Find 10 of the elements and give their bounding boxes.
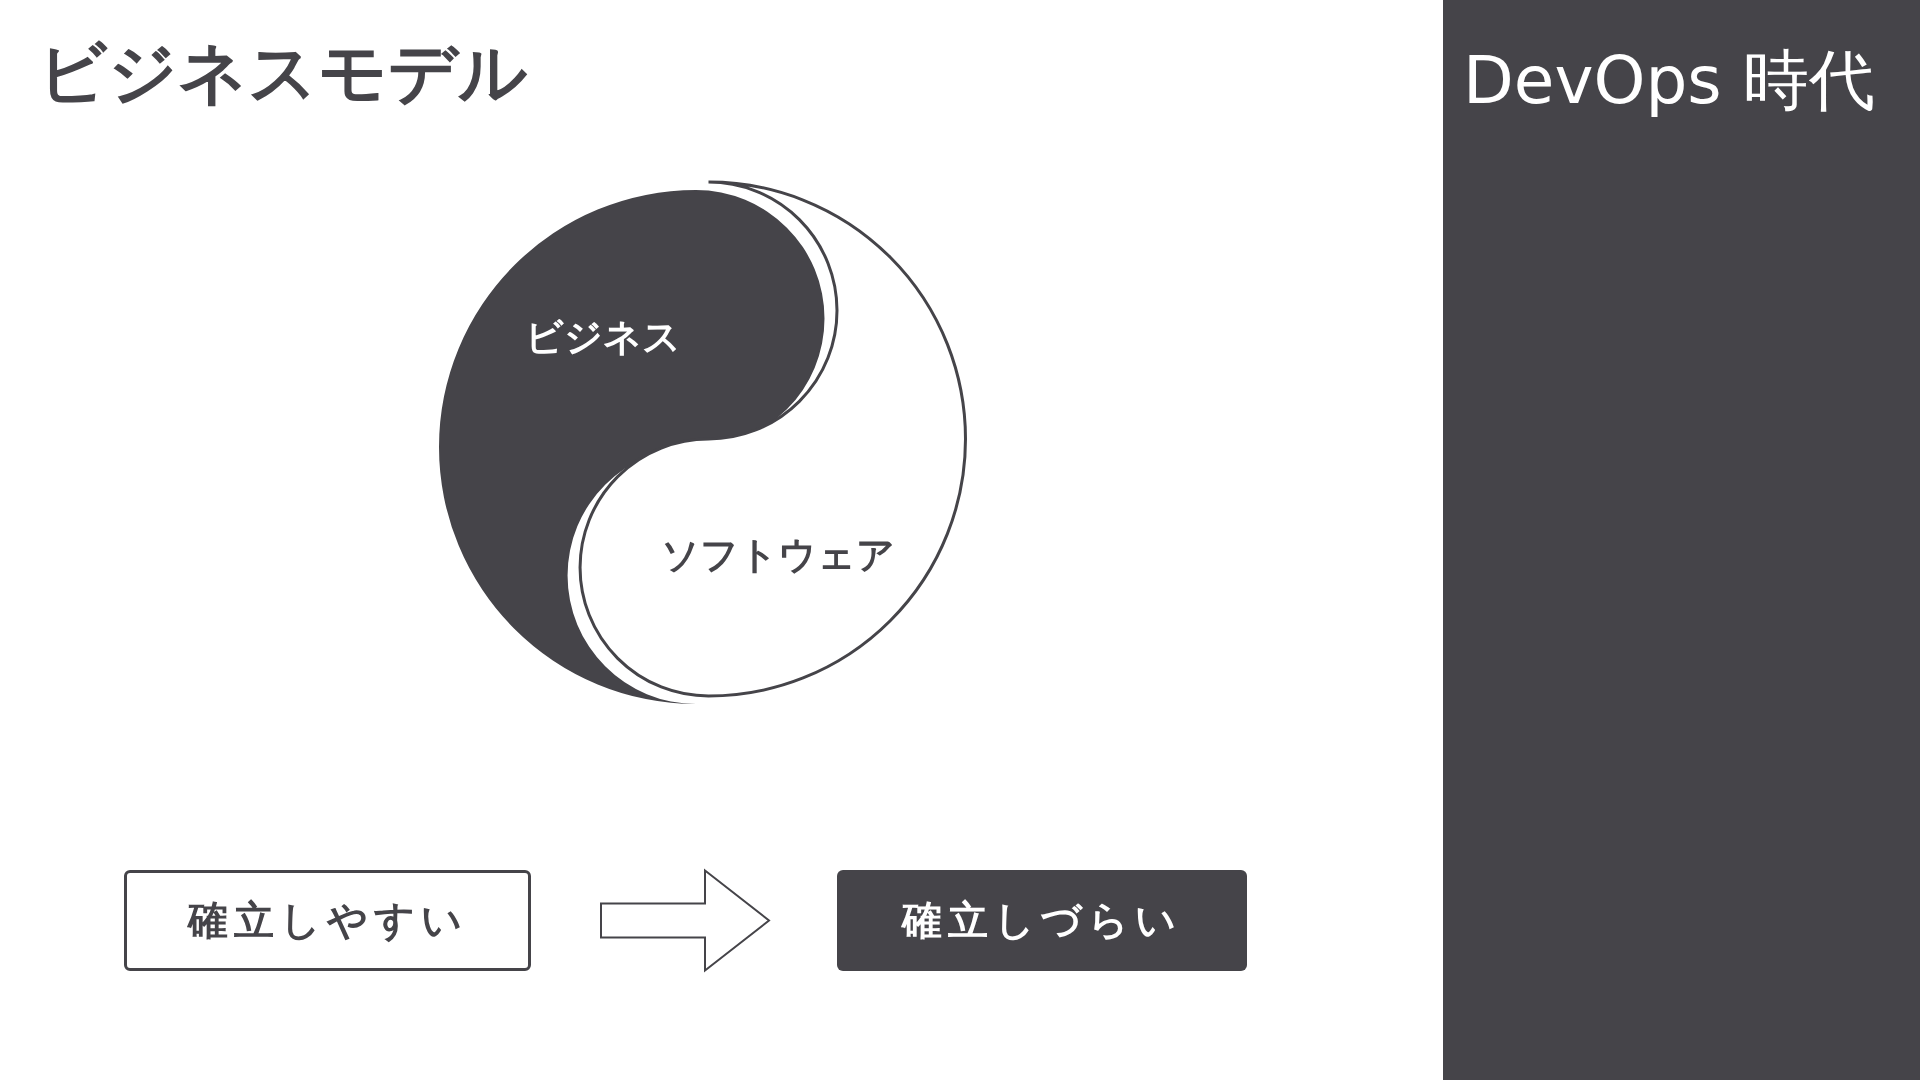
node-label: ソフトウェア (660, 532, 895, 579)
page-title: ビジネスモデル (38, 32, 528, 114)
side-panel (1443, 0, 1920, 1080)
block-arrow (600, 868, 771, 973)
outline-box (124, 870, 531, 971)
filled-box (837, 870, 1247, 971)
panel-heading: DevOps 時代 (1463, 41, 1875, 121)
node-label: 確立しやすい (186, 896, 469, 945)
node-label: ビジネス (525, 314, 681, 361)
node-label: 確立しづらい (900, 896, 1183, 945)
